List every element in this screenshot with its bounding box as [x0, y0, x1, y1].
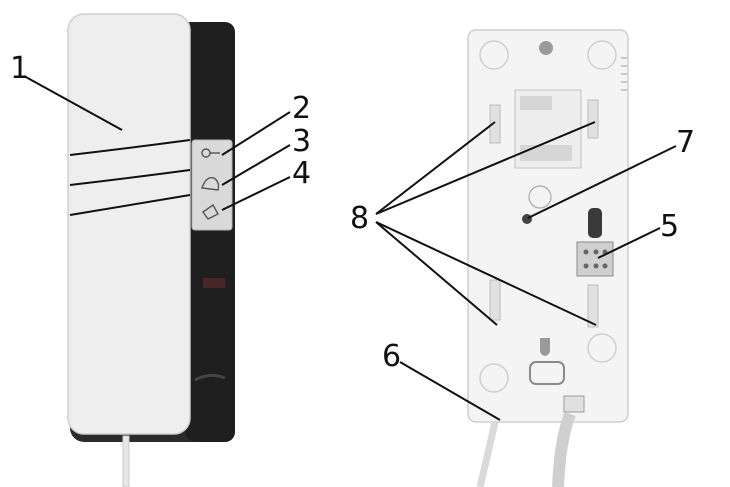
key-icon [201, 148, 220, 158]
leader-1 [23, 75, 123, 131]
function-icon [202, 203, 219, 220]
callout-3: 3 [292, 124, 311, 159]
mount-tab-lower-left [489, 279, 501, 321]
label-block-2 [520, 145, 572, 161]
base-side [186, 22, 235, 442]
leader-8a [375, 121, 496, 215]
mount-boss-bottom-right [587, 333, 617, 363]
leader-6 [399, 361, 501, 421]
keyhole-bottom [540, 338, 550, 356]
mount-boss-top-right [587, 40, 617, 70]
mount-tab-lower-right [587, 284, 599, 328]
back-view [467, 29, 629, 487]
leader-8d [375, 221, 597, 326]
mount-boss-bottom-left [479, 363, 509, 393]
callout-6: 6 [382, 339, 401, 374]
bell-icon [201, 177, 220, 191]
mount-tab-upper-right [587, 99, 599, 139]
handset [67, 13, 191, 435]
speaker-slot [194, 373, 226, 382]
brand-plate [203, 278, 225, 288]
handset-ridge-3 [69, 194, 191, 216]
button-panel [191, 139, 233, 231]
slot-window [588, 208, 602, 238]
terminal-block [576, 241, 614, 277]
hanging-hole-top [539, 41, 553, 55]
stamp-mark [528, 185, 552, 209]
adjustment-screw [522, 214, 532, 224]
cable-bottom-left [476, 421, 499, 487]
callout-4: 4 [292, 156, 311, 191]
handset-ridge-1 [69, 139, 191, 156]
leader-3 [221, 144, 291, 186]
callout-5: 5 [660, 209, 679, 244]
handset-ridge-2 [69, 169, 191, 186]
leader-lines [23, 75, 677, 421]
cable-clip [529, 361, 565, 385]
leader-7 [527, 145, 677, 219]
bottom-connector [563, 395, 585, 413]
mount-boss-top-left [479, 40, 509, 70]
callout-8: 8 [350, 201, 369, 236]
back-plate [467, 29, 629, 423]
mount-tab-upper-left [489, 104, 501, 144]
callout-1: 1 [10, 51, 29, 86]
handset-cable [122, 435, 130, 487]
cable-bottom-right [552, 411, 576, 487]
leader-2 [221, 111, 291, 156]
terminal-screws [583, 249, 608, 269]
leader-8b [375, 121, 596, 215]
leader-5 [597, 227, 661, 259]
label-block-1 [520, 96, 552, 110]
callout-7: 7 [676, 125, 695, 160]
callout-2: 2 [292, 91, 311, 126]
leader-8c [375, 221, 498, 326]
front-view [67, 13, 235, 487]
leader-4 [221, 176, 291, 211]
side-ribs [621, 57, 627, 91]
